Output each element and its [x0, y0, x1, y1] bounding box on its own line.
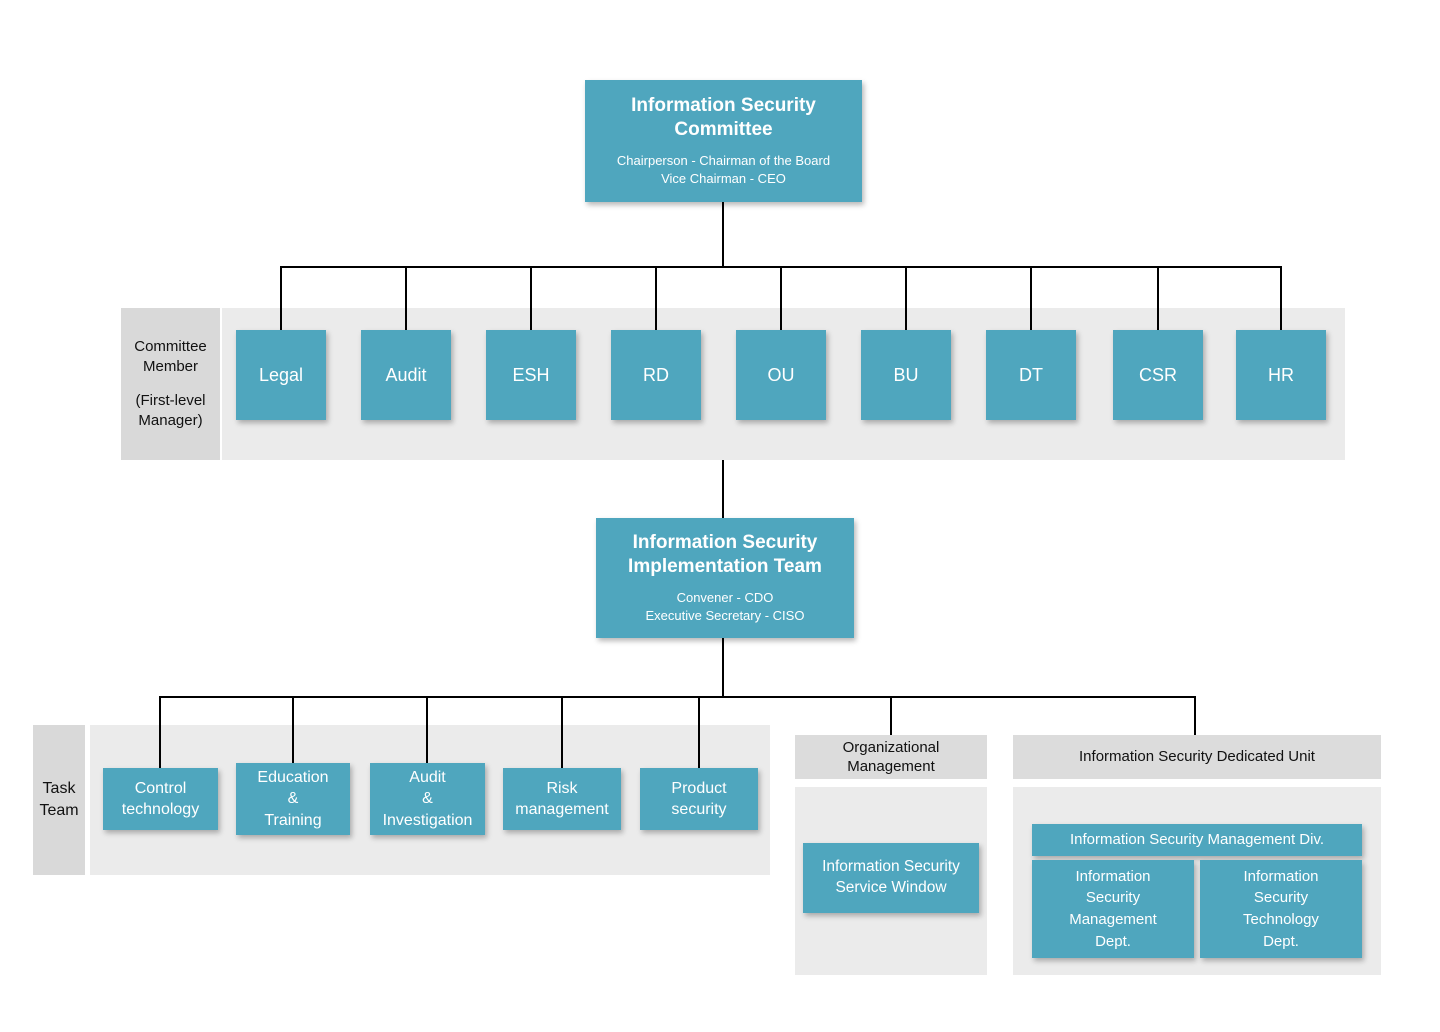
connector-line: [1280, 266, 1282, 336]
connector-line: [722, 638, 724, 698]
member-box-esh: ESH: [486, 330, 576, 420]
committee-subtitle-line2: Vice Chairman - CEO: [661, 170, 786, 186]
technology-dept-box: Information Security Technology Dept.: [1200, 860, 1362, 958]
connector-line: [292, 696, 294, 770]
committee-title: Information Security Committee: [631, 95, 816, 141]
committee-member-label-line2: (First-level Manager): [135, 392, 206, 430]
member-box-dt: DT: [986, 330, 1076, 420]
member-label: RD: [643, 364, 669, 385]
member-label: CSR: [1138, 364, 1177, 385]
member-box-bu: BU: [861, 330, 951, 420]
committee-member-label-line1: Committee Member: [134, 337, 207, 375]
member-label: ESH: [512, 364, 550, 385]
management-dept-box: Information Security Management Dept.: [1032, 860, 1194, 958]
connector-line: [890, 696, 892, 736]
connector-line: [530, 266, 532, 336]
org-management-header: Organizational Management: [795, 735, 987, 779]
task-box-audit-investigation: Audit & Investigation: [370, 763, 485, 835]
committee-subtitle: Chairperson - Chairman of the Board Vice…: [617, 152, 830, 188]
committee-subtitle-line1: Chairperson - Chairman of the Board: [616, 152, 831, 168]
implementation-team-title: Information Security Implementation Team: [628, 532, 822, 578]
connector-line: [655, 266, 657, 336]
implementation-team-box: Information Security Implementation Team…: [596, 518, 854, 638]
committee-member-label: Committee Member (First-level Manager): [121, 308, 220, 460]
committee-box: Information Security Committee Chairpers…: [585, 80, 862, 202]
member-label: BU: [893, 364, 919, 385]
task-box-education-training: Education & Training: [236, 763, 350, 835]
dedicated-unit-header: Information Security Dedicated Unit: [1013, 735, 1381, 779]
service-window-box: Information Security Service Window: [803, 843, 979, 913]
connector-line: [405, 266, 407, 336]
task-box-control-technology: Control technology: [103, 768, 218, 830]
connector-line: [780, 266, 782, 336]
connector-line: [561, 696, 563, 770]
task-box-product-security: Product security: [640, 768, 758, 830]
member-box-hr: HR: [1236, 330, 1326, 420]
member-label: Audit: [385, 364, 427, 385]
member-box-csr: CSR: [1113, 330, 1203, 420]
member-box-ou: OU: [736, 330, 826, 420]
member-box-legal: Legal: [236, 330, 326, 420]
connector-line: [1030, 266, 1032, 336]
connector-line: [905, 266, 907, 336]
member-label: Legal: [258, 364, 304, 385]
implementation-subtitle-line1: Convener - CDO: [676, 589, 774, 605]
connector-line: [159, 696, 1196, 698]
member-label: HR: [1268, 364, 1294, 385]
connector-line: [1194, 696, 1196, 736]
implementation-team-subtitle: Convener - CDO Executive Secretary - CIS…: [646, 589, 805, 625]
connector-line: [698, 696, 700, 770]
implementation-subtitle-line2: Executive Secretary - CISO: [645, 607, 805, 623]
member-box-audit: Audit: [361, 330, 451, 420]
connector-line: [1157, 266, 1159, 336]
task-team-label: Task Team: [33, 725, 85, 875]
management-division-box: Information Security Management Div.: [1032, 824, 1362, 856]
member-box-rd: RD: [611, 330, 701, 420]
member-label: OU: [767, 364, 795, 385]
connector-line: [722, 460, 724, 518]
task-box-risk-management: Risk management: [503, 768, 621, 830]
connector-line: [722, 202, 724, 268]
connector-line: [159, 696, 161, 770]
connector-line: [426, 696, 428, 770]
connector-line: [280, 266, 282, 336]
member-label: DT: [1019, 364, 1043, 385]
